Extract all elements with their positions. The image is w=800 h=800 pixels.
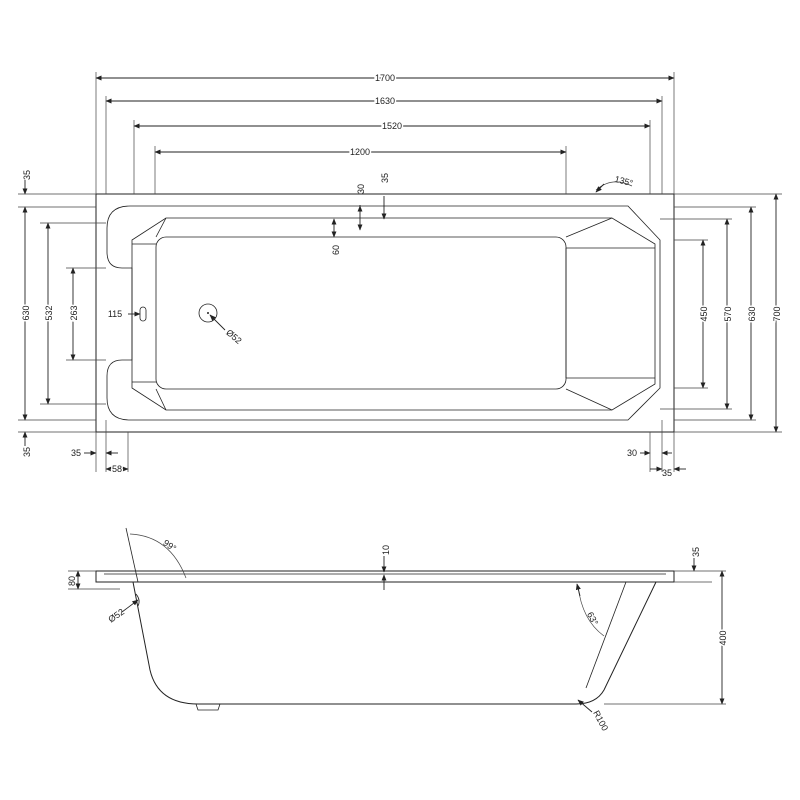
- dim-label-right-700: 700: [772, 306, 782, 321]
- side-foot: [195, 703, 221, 711]
- plan-inner-rim: [106, 205, 661, 421]
- side-back-line: [585, 581, 627, 689]
- dim-label-left-35-bottom: 35: [22, 447, 32, 457]
- dim-leader-waste-52: [209, 314, 226, 331]
- dim-label-waste-52: Ø52: [224, 327, 243, 346]
- overflow-slot: [139, 306, 147, 322]
- dim-label-rim-30: 30: [356, 184, 366, 194]
- plan-bottom-extension-lines: [95, 420, 675, 472]
- dim-label-right-630: 630: [747, 306, 757, 321]
- side-view: 99° 10 35 400 80 Ø52 63° R100: [67, 527, 730, 733]
- dim-leader-side-waste-52: [121, 599, 139, 613]
- plan-view: 1700 1630 1520 1200 30 35 60 135° 35 630…: [18, 72, 784, 478]
- plan-top-extension-lines: [95, 72, 675, 194]
- angle-arc-99: [129, 533, 187, 579]
- dim-label-bottom-35-right: 35: [662, 468, 672, 478]
- plan-waste-circle: [198, 303, 218, 323]
- dim-leader-radius-100: [577, 699, 593, 713]
- dim-label-left-630: 630: [21, 305, 31, 320]
- dim-label-left-263: 263: [69, 305, 79, 320]
- plan-bath-well: [131, 217, 656, 411]
- dim-label-left-532: 532: [44, 305, 54, 320]
- side-rim: [95, 570, 675, 583]
- dim-label-right-450: 450: [699, 306, 709, 321]
- plan-waste-centre: [207, 312, 209, 314]
- dim-label-radius-100: R100: [591, 709, 610, 733]
- angle-label-135: 135°: [613, 174, 634, 189]
- dim-label-bottom-35-left: 35: [71, 448, 81, 458]
- plan-headrest-facets: [565, 217, 655, 411]
- dim-label-1520: 1520: [382, 121, 402, 131]
- angle-label-99: 99°: [161, 538, 178, 554]
- angle-leader-63: [575, 583, 581, 597]
- dim-label-115: 115: [108, 309, 122, 319]
- dim-label-depth-60: 60: [331, 245, 341, 255]
- side-right-extension-lines: [604, 570, 726, 705]
- side-body: [132, 581, 657, 705]
- dim-label-bottom-30-right: 30: [627, 448, 637, 458]
- angle-leader-135: [595, 183, 605, 193]
- angle-label-63: 63°: [585, 610, 600, 627]
- dim-label-left-35-top: 35: [22, 170, 32, 180]
- plan-right-extension-lines: [660, 193, 782, 433]
- dim-label-side-waste-52: Ø52: [106, 607, 126, 625]
- dim-label-bottom-58: 58: [112, 464, 122, 474]
- dim-label-1700: 1700: [375, 73, 395, 83]
- dim-label-rim-80: 80: [67, 576, 77, 586]
- dim-label-right-570: 570: [723, 306, 733, 321]
- dim-label-1200: 1200: [350, 147, 370, 157]
- dim-label-1630: 1630: [375, 96, 395, 106]
- plan-inner-basin: [155, 236, 567, 390]
- plan-left-extension-lines: [18, 193, 106, 433]
- angle-99-ray: [125, 527, 139, 583]
- dim-label-rim-35: 35: [691, 547, 701, 557]
- dim-label-rim-10: 10: [381, 545, 391, 555]
- plan-outer-rim: [95, 193, 675, 433]
- dim-label-rim-35-top: 35: [380, 173, 390, 183]
- plan-left-end: [132, 217, 167, 411]
- dim-label-height-400: 400: [718, 630, 728, 645]
